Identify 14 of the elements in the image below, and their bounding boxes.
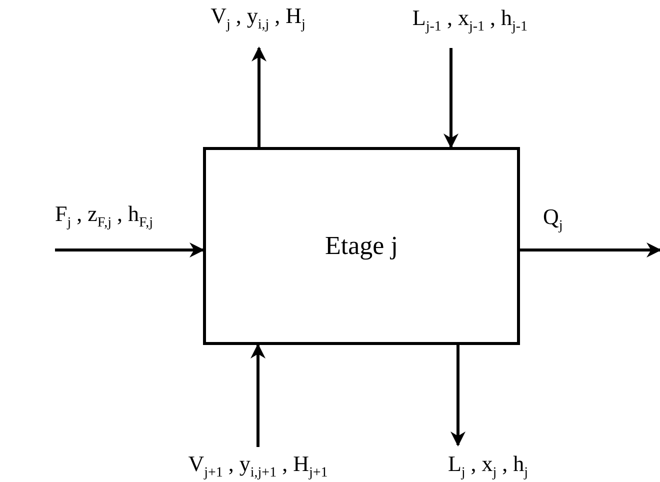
arrow <box>444 48 458 148</box>
stage-box <box>203 147 520 345</box>
stream-label: F$_{j}$ , z$_{F,j}$ , h$_{F,j}$ <box>55 202 154 231</box>
arrow <box>450 345 466 446</box>
arrow <box>252 46 266 147</box>
arrow <box>55 242 204 258</box>
stream-label: L$_{j}$ , x$_{j}$ , h$_{j}$ <box>448 452 528 481</box>
arrow <box>250 344 266 447</box>
stream-label: Q$_{j}$ <box>543 205 563 234</box>
stream-label: L$_{j-1}$ , x$_{j-1}$ , h$_{j-1}$ <box>412 6 528 35</box>
stream-label: V$_{j+1}$ , y$_{i,j+1}$ , H$_{j+1}$ <box>188 452 328 481</box>
stage-label: Etage j <box>325 231 398 261</box>
arrow <box>520 242 660 258</box>
stream-label: V$_{j}$ , y$_{i,j}$ , H$_{j}$ <box>210 4 306 33</box>
